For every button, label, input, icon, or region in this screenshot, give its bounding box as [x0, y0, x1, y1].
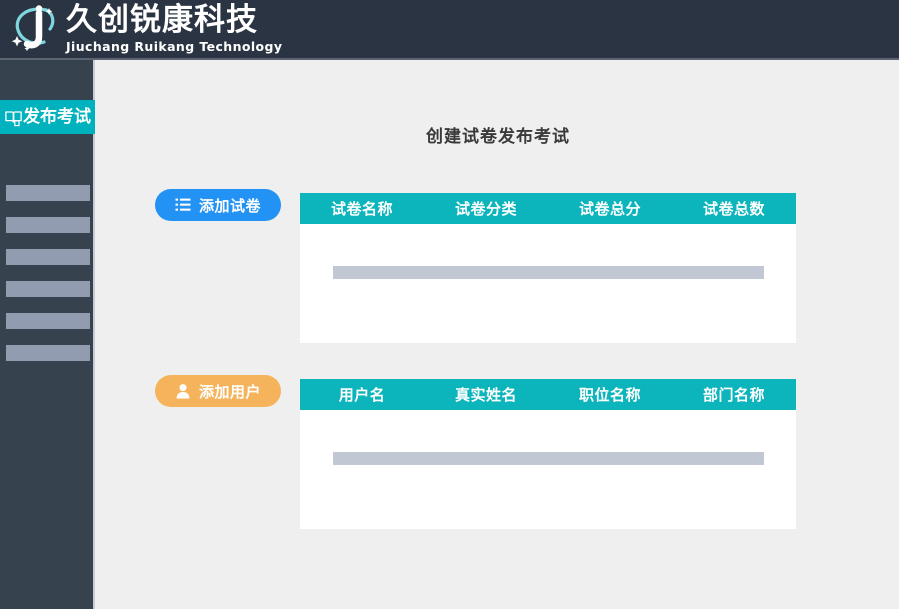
sidebar-placeholder-item[interactable]: [6, 249, 90, 265]
add-user-button[interactable]: 添加用户: [155, 375, 281, 407]
add-user-button-label: 添加用户: [198, 382, 261, 401]
papers-column-header: 试卷总分: [578, 200, 641, 218]
brand-name-cn: 久创锐康科技: [66, 2, 258, 39]
papers-column-header: 试卷分类: [454, 200, 517, 218]
users-table-body: [300, 410, 796, 529]
user-icon: [175, 383, 192, 400]
list-icon: [175, 197, 192, 214]
add-paper-button-label: 添加试卷: [198, 196, 261, 215]
app-header: 久创锐康科技 Jiuchang Ruikang Technology: [0, 0, 899, 60]
table-row[interactable]: [333, 266, 764, 279]
sidebar-placeholder-item[interactable]: [6, 185, 90, 201]
sidebar-placeholder-item[interactable]: [6, 281, 90, 297]
users-column-header: 部门名称: [702, 386, 765, 404]
users-column-header: 真实姓名: [454, 386, 517, 404]
users-table: 用户名 真实姓名 职位名称 部门名称: [300, 379, 796, 529]
papers-column-header: 试卷名称: [330, 200, 393, 218]
brand-name-en: Jiuchang Ruikang Technology: [66, 38, 283, 54]
sidebar: 发布考试: [0, 60, 95, 609]
users-column-header: 职位名称: [578, 386, 641, 404]
papers-table-header-row: 试卷名称 试卷分类 试卷总分 试卷总数: [300, 193, 796, 224]
papers-table-body: [300, 224, 796, 343]
table-row[interactable]: [333, 452, 764, 465]
page-title: 创建试卷发布考试: [426, 127, 570, 147]
sidebar-placeholder-item[interactable]: [6, 313, 90, 329]
users-table-header-row: 用户名 真实姓名 职位名称 部门名称: [300, 379, 796, 410]
sidebar-placeholder-item[interactable]: [6, 217, 90, 233]
jiuchang-j-swoosh-logo-icon: [6, 2, 64, 56]
users-column-header: 用户名: [338, 386, 386, 404]
brand-text: 久创锐康科技 Jiuchang Ruikang Technology: [66, 4, 282, 54]
open-book-icon: [3, 107, 23, 127]
sidebar-placeholder-list: [0, 185, 95, 377]
papers-column-header: 试卷总数: [702, 200, 765, 218]
sidebar-item-publish-exam[interactable]: 发布考试: [0, 100, 95, 134]
sidebar-item-label: 发布考试: [23, 106, 91, 127]
add-paper-button[interactable]: 添加试卷: [155, 189, 281, 221]
main-content: 创建试卷发布考试 添加试卷 试卷名称 试卷分类 试卷总分 试卷总数: [97, 60, 899, 609]
papers-table: 试卷名称 试卷分类 试卷总分 试卷总数: [300, 193, 796, 343]
sidebar-placeholder-item[interactable]: [6, 345, 90, 361]
